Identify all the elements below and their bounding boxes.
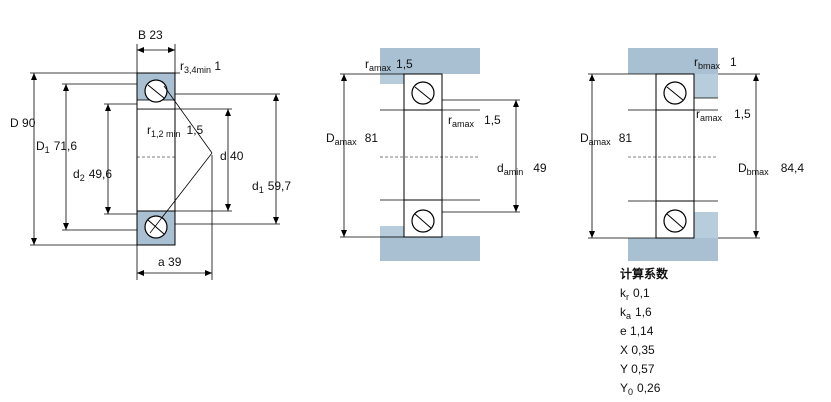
label-B: B 23 [138, 28, 163, 42]
left-bearing-section [30, 44, 280, 280]
label-D: D 90 [10, 116, 36, 130]
housing-top [380, 48, 480, 74]
right-abutment-section [588, 48, 760, 261]
factor-e: e 1,14 [620, 324, 654, 338]
factor-Y: Y 0,57 [620, 362, 655, 376]
housing-bottom [380, 236, 480, 261]
middle-abutment-section [340, 48, 520, 261]
housing-top-right [628, 48, 718, 74]
label-r34: r3,4min 1 [180, 59, 221, 75]
label-d: d 40 [220, 149, 244, 163]
factor-X: X 0,35 [620, 343, 655, 357]
housing-bottom-right [628, 238, 718, 261]
label-a: a 39 [158, 255, 182, 269]
factors-title: 计算系数 [620, 266, 669, 281]
